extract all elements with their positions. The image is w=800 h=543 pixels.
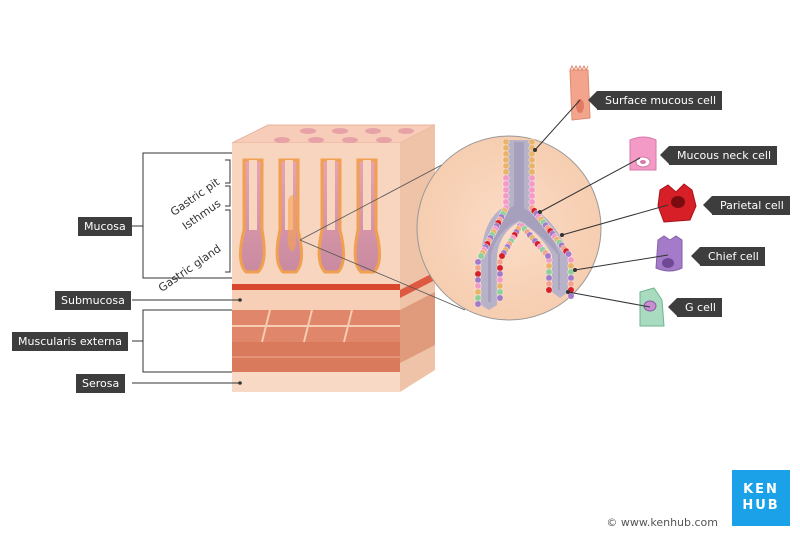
epithelial-cell <box>545 280 553 288</box>
epithelial-cell <box>474 300 482 308</box>
epithelial-cell <box>502 156 510 164</box>
epithelial-cell <box>502 192 510 200</box>
epithelial-cell <box>496 282 504 290</box>
epithelial-cell <box>528 162 536 170</box>
epithelial-cell <box>474 294 482 302</box>
surface-mucous-cell <box>569 64 591 121</box>
label-submucosa: Submucosa <box>55 291 131 310</box>
epithelial-cell <box>567 256 575 264</box>
mucosa-surface <box>231 124 436 144</box>
label-surface-mucous-cell: Surface mucous cell <box>588 91 722 110</box>
kenhub-logo: KEN HUB <box>732 470 790 526</box>
epithelial-cell <box>474 276 482 284</box>
epithelial-cell <box>474 264 482 272</box>
epithelial-cell <box>474 282 482 290</box>
epithelial-cell <box>496 276 504 284</box>
epithelial-cell <box>502 174 510 182</box>
epithelial-cell <box>528 138 536 146</box>
epithelial-cell <box>477 252 485 260</box>
epithelial-cell <box>496 294 504 302</box>
epithelial-cell <box>474 258 482 266</box>
g-cell <box>639 287 665 327</box>
epithelial-cell <box>545 262 553 270</box>
epithelial-cell <box>567 280 575 288</box>
epithelial-cell <box>567 274 575 282</box>
epithelial-cell <box>565 250 572 258</box>
epithelial-cell <box>528 168 536 176</box>
cell-leaders <box>534 99 669 308</box>
submucosa-vessel <box>232 284 400 290</box>
epithelial-cell <box>545 268 553 276</box>
epithelial-cell <box>502 180 510 188</box>
epithelial-cell <box>502 162 510 170</box>
layer-brackets <box>132 152 240 384</box>
magnified-gland-view <box>416 135 602 321</box>
epithelial-cell <box>545 274 553 282</box>
submucosa-layer <box>232 290 400 310</box>
muscularis-externa-layer <box>232 309 400 372</box>
epithelial-cell <box>528 198 536 206</box>
label-chief-cell: Chief cell <box>691 247 765 266</box>
epithelial-cell <box>502 150 510 158</box>
parietal-cell <box>657 183 697 223</box>
serosa-layer <box>232 372 400 392</box>
epithelial-cell <box>502 168 510 176</box>
epithelial-cell <box>544 252 552 260</box>
epithelial-cell <box>498 252 506 260</box>
mucous-neck-cell <box>629 136 657 171</box>
epithelial-cell <box>528 180 536 188</box>
label-g-cell: G cell <box>668 298 722 317</box>
label-mucous-neck-cell: Mucous neck cell <box>659 146 778 165</box>
logo-line-1: KEN <box>743 482 779 497</box>
epithelial-cell <box>502 144 510 152</box>
logo-line-2: HUB <box>742 498 780 513</box>
chief-cell <box>655 235 683 272</box>
label-parietal-cell: Parietal cell <box>703 196 790 215</box>
epithelial-cell <box>528 186 536 194</box>
epithelial-cell <box>502 198 510 206</box>
epithelial-cell <box>528 174 536 182</box>
epithelial-cell <box>567 262 575 270</box>
epithelial-cell <box>474 270 482 278</box>
epithelial-cell <box>528 192 536 200</box>
copyright-text: © www.kenhub.com <box>606 516 718 529</box>
epithelial-cell <box>545 286 553 294</box>
epithelial-cell <box>496 264 504 272</box>
label-muscularis-externa: Muscularis externa <box>12 332 129 351</box>
epithelial-cell <box>496 288 504 296</box>
epithelial-cell <box>502 138 510 146</box>
epithelial-cell <box>496 270 504 278</box>
epithelial-cell <box>528 156 536 164</box>
epithelial-cell <box>502 186 510 194</box>
epithelial-cells <box>474 138 575 308</box>
epithelial-cell <box>474 288 482 296</box>
mucosa-layer <box>232 143 400 278</box>
label-serosa: Serosa <box>76 374 126 393</box>
epithelial-cell <box>496 258 504 266</box>
label-mucosa: Mucosa <box>78 217 132 236</box>
